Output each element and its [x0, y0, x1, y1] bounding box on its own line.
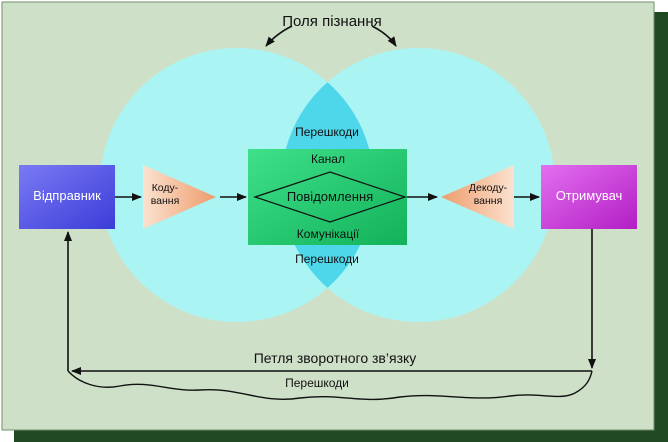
message-diamond	[253, 171, 407, 223]
sender-label: Відправник	[33, 188, 101, 203]
channel-box	[248, 149, 407, 245]
decoding-triangle	[441, 165, 514, 229]
encoding-line-1: Коду-	[151, 182, 179, 194]
noise-feedback-label: Перешкоди	[285, 376, 349, 390]
sender-box	[19, 165, 115, 229]
decoding-label: Декоду- вання	[469, 182, 507, 208]
field-pointer-right-arrow	[371, 25, 397, 47]
communications-label: Комунікації	[296, 227, 360, 241]
encoding-triangle	[143, 165, 216, 229]
receiver-box	[541, 165, 637, 229]
channel-label: Канал	[311, 152, 345, 166]
message-label: Повідомлення	[286, 189, 374, 204]
receiver-label: Отримувач	[555, 188, 623, 203]
noise-top-label: Перешкоди	[295, 125, 359, 139]
encoding-line-2: вання	[150, 195, 180, 207]
decoding-line-1: Декоду-	[468, 182, 508, 194]
noise-bottom-label: Перешкоди	[295, 252, 359, 266]
noise-wave-line	[67, 370, 593, 401]
decoding-line-2: вання	[473, 195, 503, 207]
field-pointer-left-arrow	[265, 25, 293, 47]
knowledge-fields-title: Поля пізнання	[282, 13, 382, 30]
encoding-label: Коду- вання	[151, 182, 180, 208]
feedback-loop-label: Петля зворотного зв’язку	[253, 350, 417, 366]
shared-field-overlap	[281, 48, 374, 322]
